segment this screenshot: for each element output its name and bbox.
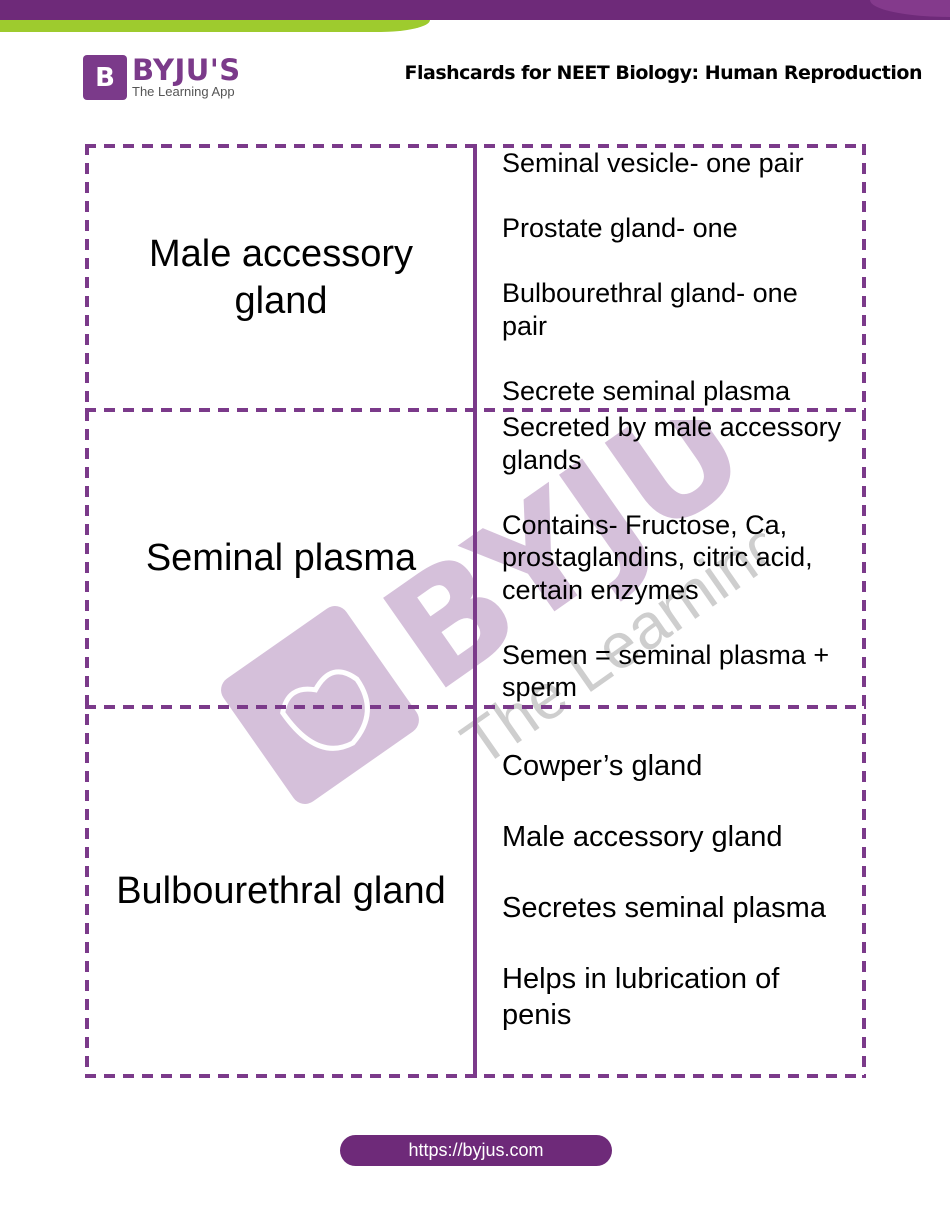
green-stripe	[0, 20, 430, 32]
definition-item: Secretes seminal plasma	[502, 892, 826, 924]
website-link[interactable]: https://byjus.com	[340, 1135, 612, 1166]
card-definitions: Cowper’s gland Male accessory gland Secr…	[502, 748, 860, 1068]
definition-item: Contains- Fructose, Ca, prostaglandins, …	[502, 509, 813, 605]
top-decorative-band	[0, 0, 950, 34]
card-definitions: Secreted by male accessory glands Contai…	[502, 411, 860, 704]
definition-item: Semen = seminal plasma + sperm	[502, 639, 830, 703]
logo-tagline: The Learning App	[132, 84, 235, 99]
card-border-left	[85, 144, 89, 1078]
document-title: Flashcards for NEET Biology: Human Repro…	[404, 62, 923, 84]
purple-swoosh	[420, 0, 950, 20]
column-divider	[473, 144, 477, 1078]
definition-item: Bulbourethral gland- one pair	[502, 278, 798, 341]
definition-item: Secrete seminal plasma	[502, 375, 791, 406]
card-term: Bulbourethral gland	[116, 870, 446, 912]
logo-brand-text: BYJU'S	[132, 53, 241, 87]
flashcard-table: Male accessory gland Seminal vesicle- on…	[85, 144, 866, 1078]
definition-item: Cowper’s gland	[502, 750, 703, 782]
card-border-right	[862, 144, 866, 1078]
card-definitions: Seminal vesicle- one pair Prostate gland…	[502, 147, 860, 407]
card-term: Male accessory gland	[149, 233, 413, 322]
definition-item: Seminal vesicle- one pair	[502, 148, 804, 178]
logo-b-icon: B	[83, 55, 127, 100]
definition-item: Secreted by male accessory glands	[502, 412, 842, 475]
card-term: Seminal plasma	[145, 537, 417, 579]
byjus-logo: B BYJU'S The Learning App	[83, 55, 241, 100]
definition-item: Male accessory gland	[502, 821, 783, 853]
definition-item: Helps in lubrication of penis	[502, 963, 780, 1031]
definition-item: Prostate gland- one	[502, 213, 738, 243]
